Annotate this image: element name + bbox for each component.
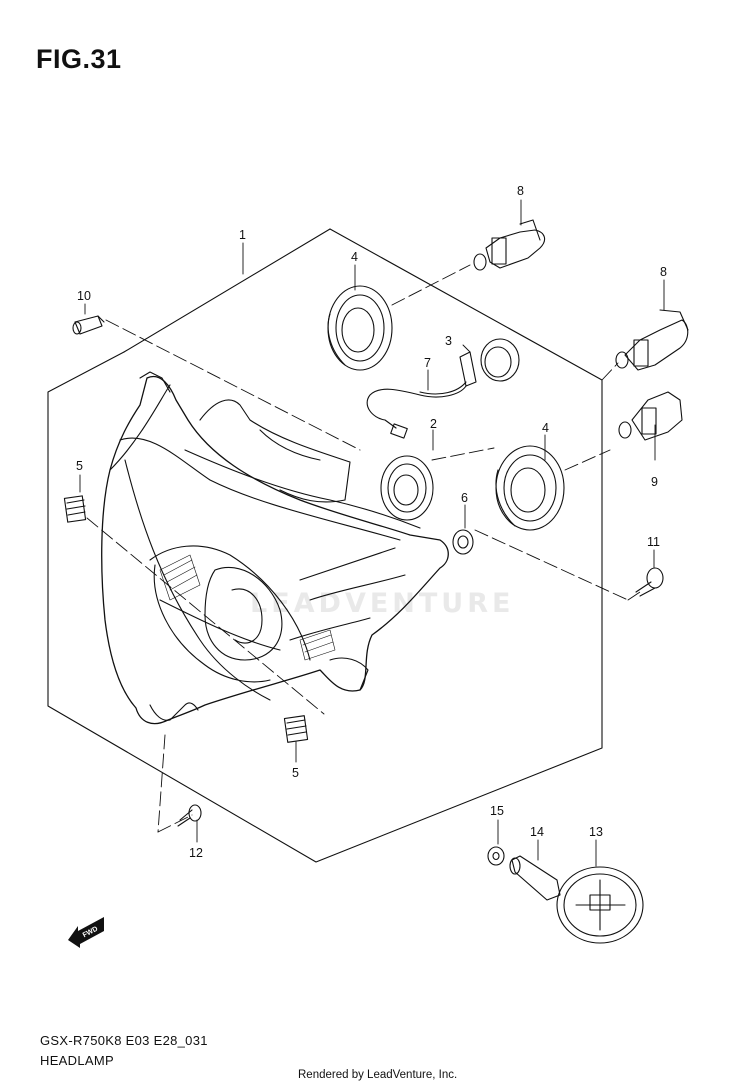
callout-6: 6 (461, 491, 468, 505)
callout-13: 13 (589, 825, 603, 839)
screw-12 (177, 804, 202, 827)
leader-part-12-b (157, 814, 193, 833)
callout-5-upper: 5 (76, 459, 83, 473)
screw-11 (635, 567, 664, 597)
callout-2: 2 (430, 417, 437, 431)
callout-4-right: 4 (542, 421, 549, 435)
figure-name: HEADLAMP (40, 1053, 114, 1068)
leader-part-6 (474, 529, 629, 601)
washer-15 (487, 846, 505, 866)
figure-title: FIG.31 (36, 44, 122, 74)
grommet-5-lower (283, 715, 309, 743)
bush-6 (452, 529, 474, 555)
callout-3: 3 (445, 334, 452, 348)
leader-part-11 (627, 591, 641, 601)
leader-bulb-8-right (601, 362, 619, 381)
bulb-10 (72, 315, 105, 335)
callout-9: 9 (651, 475, 658, 489)
bulb-9 (618, 391, 683, 441)
bulb-8-top (473, 219, 546, 271)
bulb-8-right (615, 309, 689, 371)
callout-7: 7 (424, 356, 431, 370)
callout-15: 15 (490, 804, 504, 818)
callout-1: 1 (239, 228, 246, 242)
leader-bulb-8-top (391, 264, 471, 306)
figure-code: GSX-R750K8 E03 E28_031 (40, 1033, 208, 1048)
assembly-frame-top-left (123, 228, 331, 353)
wire-harness-7 (366, 351, 477, 439)
fwd-arrow-icon: FWD (68, 917, 104, 948)
leader-part-10 (105, 319, 361, 451)
render-credit: Rendered by LeadVenture, Inc. (298, 1069, 458, 1081)
pin-14 (509, 855, 561, 901)
callout-11: 11 (647, 535, 660, 549)
leader-part-2 (431, 447, 495, 461)
headlamp-housing (101, 371, 449, 725)
cap-13 (556, 866, 644, 944)
socket-cap-4-top (327, 285, 393, 371)
callout-5-lower: 5 (292, 766, 299, 780)
callout-12: 12 (189, 846, 203, 860)
leader-part-9 (564, 449, 611, 471)
assembly-frame (47, 228, 603, 863)
callout-4-top: 4 (351, 250, 358, 264)
callout-14: 14 (530, 825, 544, 839)
socket-cap-4-right (495, 445, 565, 531)
grommet-5-upper (63, 495, 87, 523)
callout-8-top: 8 (517, 184, 524, 198)
ring-3 (480, 338, 520, 382)
socket-cap-2 (380, 455, 434, 521)
callout-8-right: 8 (660, 265, 667, 279)
callout-10: 10 (77, 289, 91, 303)
watermark: LEADVENTURE (250, 588, 515, 619)
leader-part-12-a (157, 734, 166, 833)
